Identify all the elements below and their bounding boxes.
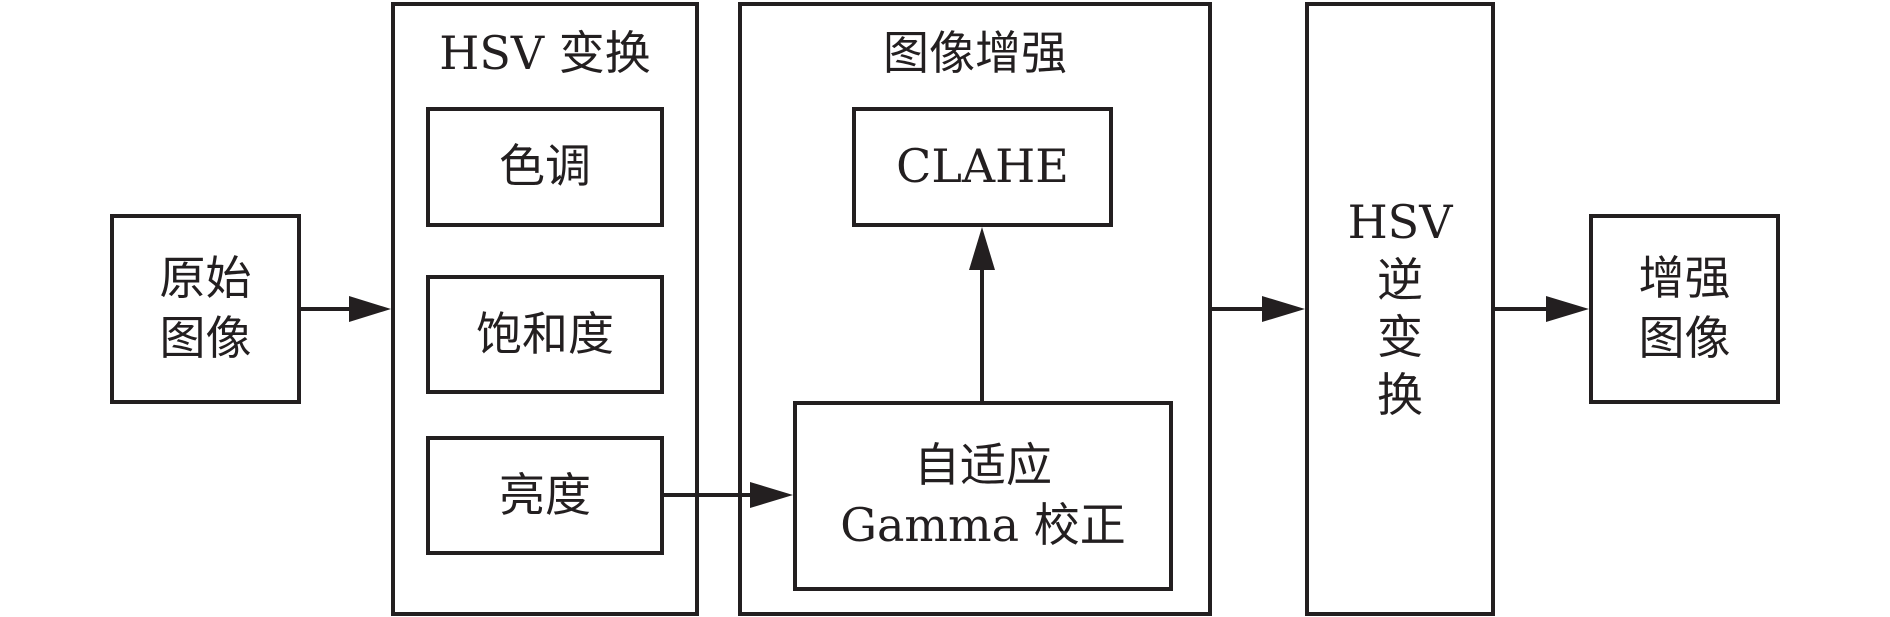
original-image-label: 原始 图像 xyxy=(159,251,252,365)
clahe-label: CLAHE xyxy=(896,139,1069,194)
enhanced-image-label: 增强 图像 xyxy=(1638,251,1731,365)
clahe-node: CLAHE xyxy=(852,107,1113,227)
adaptive-gamma-node: 自适应 Gamma 校正 xyxy=(793,401,1173,591)
hsv-inverse-node: HSV 逆 变 换 xyxy=(1305,2,1495,616)
arrow-value-to-gamma xyxy=(664,482,793,508)
hsv-inverse-label: HSV 逆 变 换 xyxy=(1347,195,1453,422)
value-node: 亮度 xyxy=(426,436,664,555)
hue-node: 色调 xyxy=(426,107,664,227)
arrow-gamma-to-clahe xyxy=(969,227,995,401)
arrow-input-to-hsv xyxy=(301,296,391,322)
value-label: 亮度 xyxy=(499,467,591,522)
hsv-transform-title: HSV 变换 xyxy=(439,26,651,80)
arrow-inverse-to-output xyxy=(1495,296,1589,322)
arrow-enhancement-to-inverse xyxy=(1212,296,1305,322)
saturation-label: 饱和度 xyxy=(476,306,614,361)
enhanced-image-node: 增强 图像 xyxy=(1589,214,1780,404)
hue-label: 色调 xyxy=(499,139,591,194)
saturation-node: 饱和度 xyxy=(426,275,664,394)
adaptive-gamma-label: 自适应 Gamma 校正 xyxy=(840,438,1126,552)
image-enhancement-title: 图像增强 xyxy=(883,26,1067,80)
original-image-node: 原始 图像 xyxy=(110,214,301,404)
